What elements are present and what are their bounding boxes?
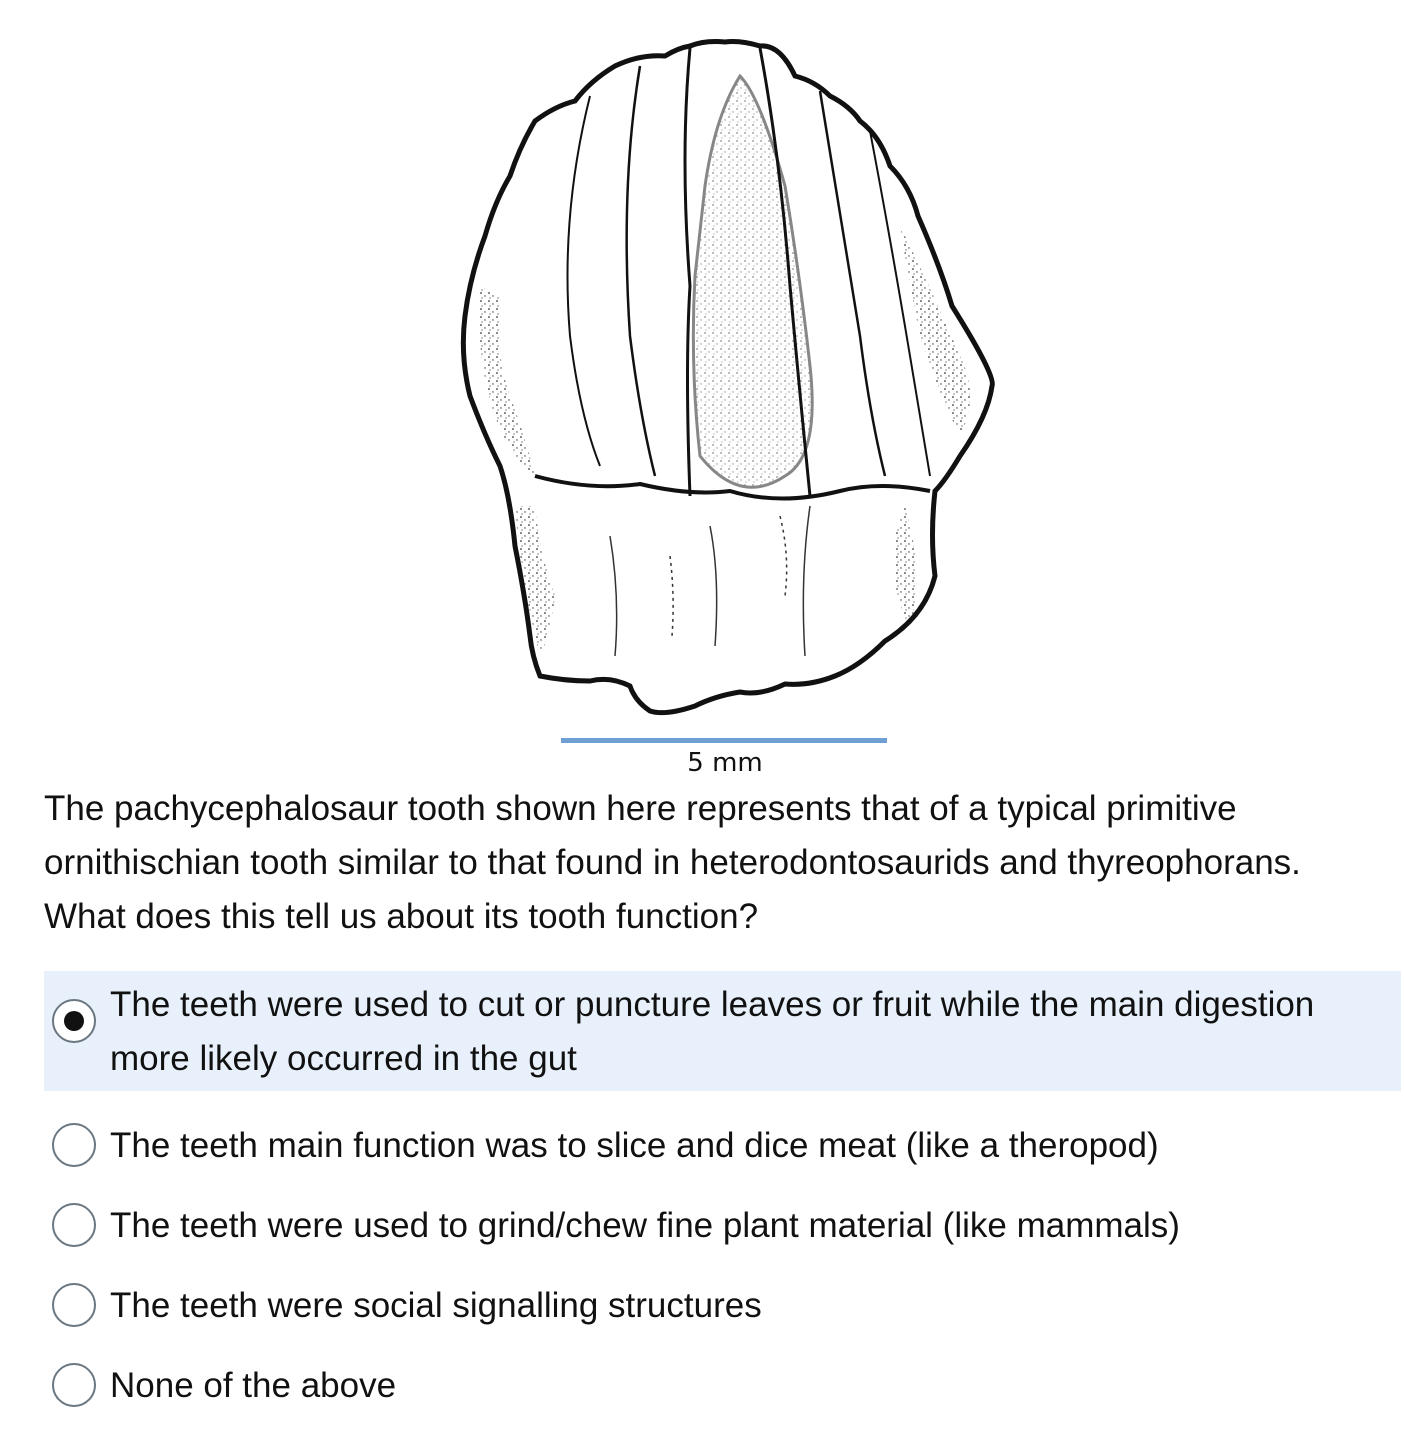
radio-unselected-icon[interactable] <box>52 1203 96 1247</box>
answer-label: The teeth were used to cut or puncture l… <box>110 985 1315 1078</box>
answer-label: The teeth were used to grind/chew fine p… <box>110 1206 1180 1245</box>
scale-label: 5 mm <box>687 748 763 778</box>
answer-list: The teeth were used to cut or puncture l… <box>44 971 1401 1439</box>
answer-label: None of the above <box>110 1366 397 1405</box>
tooth-figure: 5 mm <box>460 39 995 778</box>
radio-dot-icon <box>64 1011 84 1031</box>
radio-selected-icon[interactable] <box>52 999 96 1043</box>
answer-option-5[interactable]: None of the above <box>44 1359 1401 1439</box>
radio-unselected-icon[interactable] <box>52 1123 96 1167</box>
answer-option-3[interactable]: The teeth were used to grind/chew fine p… <box>44 1199 1401 1279</box>
answer-option-4[interactable]: The teeth were social signalling structu… <box>44 1279 1401 1359</box>
radio-unselected-icon[interactable] <box>52 1283 96 1327</box>
answer-option-2[interactable]: The teeth main function was to slice and… <box>44 1119 1401 1199</box>
answer-option-1[interactable]: The teeth were used to cut or puncture l… <box>44 971 1401 1091</box>
scale-bar <box>561 738 887 743</box>
tooth-illustration-icon <box>460 39 995 716</box>
answer-label: The teeth main function was to slice and… <box>110 1126 1159 1165</box>
answer-label: The teeth were social signalling structu… <box>110 1286 762 1325</box>
question-text: The pachycephalosaur tooth shown here re… <box>44 789 1301 936</box>
radio-unselected-icon[interactable] <box>52 1363 96 1407</box>
